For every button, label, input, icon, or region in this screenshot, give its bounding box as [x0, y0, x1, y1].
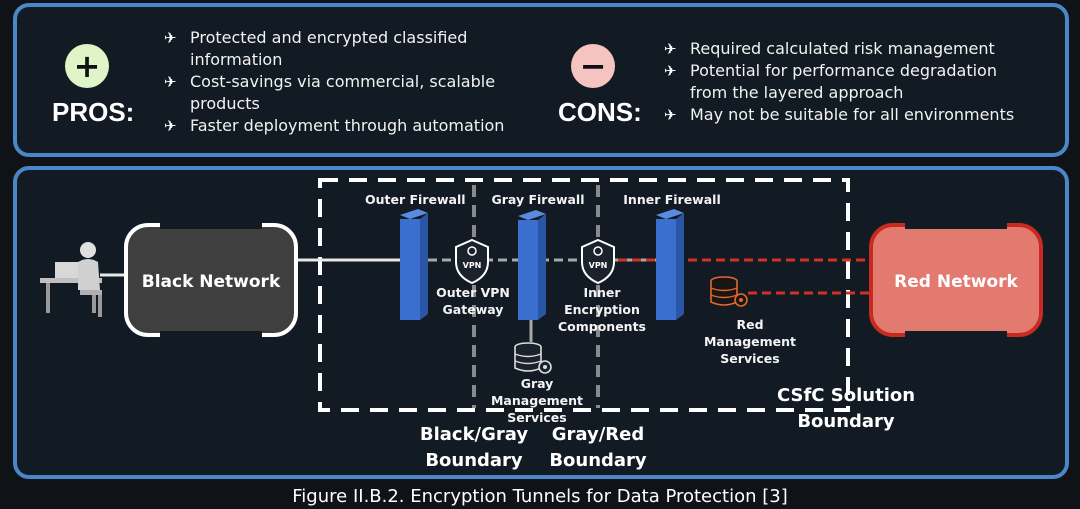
pros-heading: PROS:	[52, 97, 135, 127]
red-network-box	[869, 218, 1043, 342]
cons-heading: CONS:	[558, 97, 642, 127]
gray-firewall-icon	[518, 210, 546, 320]
airplane-bullet-icon: ✈	[664, 40, 677, 58]
airplane-bullet-icon: ✈	[164, 117, 177, 135]
plus-icon: +	[65, 44, 109, 88]
cons-item: ✈May not be suitable for all environment…	[664, 105, 1015, 124]
inner-vpn-shield-icon: VPN	[581, 238, 615, 285]
cons-list: ✈Required calculated risk management ✈Po…	[664, 38, 1014, 126]
black-network-label: Black Network	[142, 272, 281, 292]
csfc-boundary-label: CSfC Solution Boundary	[776, 385, 916, 432]
pros-item: ✈Protected and encrypted classified info…	[164, 28, 468, 69]
black-gray-boundary-label: Black/Gray Boundary	[419, 424, 529, 471]
pros-cons-panel	[13, 3, 1069, 157]
inner-firewall-label: Inner Firewall	[623, 192, 721, 207]
cons-item: ✈Required calculated risk management	[664, 39, 995, 58]
airplane-bullet-icon: ✈	[664, 62, 677, 80]
vpn-badge-text: VPN	[463, 261, 482, 270]
user-workstation-icon	[40, 242, 102, 317]
gray-management-label: Gray Management Services	[490, 376, 583, 425]
airplane-bullet-icon: ✈	[664, 106, 677, 124]
minus-icon: −	[571, 44, 615, 88]
cons-item: ✈Potential for performance degradation f…	[664, 61, 997, 102]
red-network-label: Red Network	[894, 272, 1018, 292]
red-management-database-icon	[710, 276, 748, 307]
outer-vpn-gateway-label: Outer VPN Gateway	[436, 285, 510, 317]
figure-caption: Figure II.B.2. Encryption Tunnels for Da…	[292, 486, 788, 507]
airplane-bullet-icon: ✈	[164, 29, 177, 47]
red-management-label: Red Management Services	[703, 317, 796, 366]
gray-management-database-icon	[514, 342, 552, 374]
gray-red-boundary-label: Gray/Red Boundary	[549, 424, 647, 471]
inner-firewall-icon	[656, 209, 684, 320]
outer-vpn-shield-icon: VPN	[455, 238, 489, 285]
pros-item: ✈Cost-savings via commercial, scalable p…	[164, 72, 496, 113]
outer-firewall-icon	[400, 209, 428, 320]
pros-list: ✈Protected and encrypted classified info…	[164, 27, 504, 137]
pros-item: ✈Faster deployment through automation	[164, 116, 505, 135]
gray-firewall-label: Gray Firewall	[491, 192, 585, 207]
airplane-bullet-icon: ✈	[164, 73, 177, 91]
outer-firewall-label: Outer Firewall	[365, 192, 466, 207]
black-network-box	[124, 218, 298, 342]
vpn-badge-text: VPN	[589, 261, 608, 270]
csfc-boundary-box	[318, 178, 850, 412]
inner-encryption-label: Inner Encryption Components	[557, 285, 646, 334]
